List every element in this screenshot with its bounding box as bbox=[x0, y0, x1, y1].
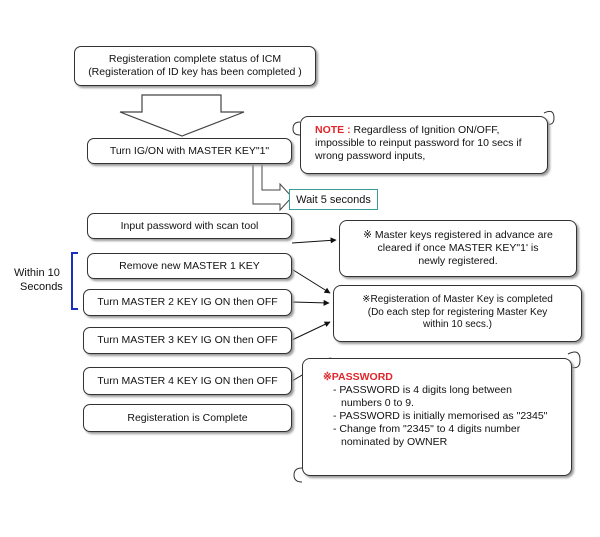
arrow-master3-to-registration bbox=[291, 321, 331, 341]
turn-ig-on-box: Turn IG/ON with MASTER KEY"1" bbox=[87, 138, 292, 164]
within-bracket bbox=[71, 252, 78, 310]
note-text-2: impossible to reinput password for 10 se… bbox=[315, 137, 522, 149]
password-line-1: - PASSWORD is 4 digits long between bbox=[333, 384, 512, 396]
within-10-seconds-label: Within 10 Seconds bbox=[14, 266, 72, 294]
registration-complete-label: Registeration is Complete bbox=[127, 411, 248, 424]
input-password-box: Input password with scan tool bbox=[87, 213, 292, 239]
note-text-3: wrong password inputs, bbox=[315, 150, 426, 162]
password-line-3: - PASSWORD is initially memorised as "23… bbox=[333, 410, 548, 422]
turn-ig-on-label: Turn IG/ON with MASTER KEY"1" bbox=[109, 144, 270, 157]
master4-label: Turn MASTER 4 KEY IG ON then OFF bbox=[97, 374, 278, 387]
status-line-2: (Registeration of ID key has been comple… bbox=[88, 66, 302, 78]
remove-master1-box: Remove new MASTER 1 KEY bbox=[87, 253, 292, 279]
password-line-5: nominated by OWNER bbox=[341, 436, 448, 448]
master2-label: Turn MASTER 2 KEY IG ON then OFF bbox=[97, 296, 278, 308]
registration-note: ※Registeration of Master Key is complete… bbox=[333, 285, 582, 342]
note-label: NOTE : bbox=[315, 124, 351, 136]
password-callout: ※PASSWORD - PASSWORD is 4 digits long be… bbox=[302, 358, 572, 476]
within-line-2: Seconds bbox=[20, 281, 63, 293]
note-text-1: Regardless of Ignition ON/OFF, bbox=[350, 124, 500, 136]
masterkeys-line-2: cleared if once MASTER KEY"1' is bbox=[377, 242, 539, 254]
wait-box: Wait 5 seconds bbox=[289, 189, 378, 210]
registration-complete-box: Registeration is Complete bbox=[83, 404, 292, 432]
within-line-1: Within 10 bbox=[14, 267, 60, 279]
registration-line-3: within 10 secs.) bbox=[423, 319, 492, 330]
masterkeys-line-3: newly registered. bbox=[418, 255, 498, 267]
bent-arrow-to-wait bbox=[252, 162, 293, 212]
arrow-to-masterkeys-note bbox=[291, 237, 337, 244]
registration-status-box: Registeration complete status of ICM (Re… bbox=[74, 46, 316, 86]
arrow-master2-to-registration bbox=[291, 299, 330, 306]
input-password-label: Input password with scan tool bbox=[120, 219, 259, 232]
master2-box: Turn MASTER 2 KEY IG ON then OFF bbox=[83, 289, 292, 316]
arrow-remove-to-registration bbox=[289, 267, 331, 294]
wait-label: Wait 5 seconds bbox=[296, 193, 371, 206]
master3-label: Turn MASTER 3 KEY IG ON then OFF bbox=[97, 334, 278, 346]
registration-line-2: (Do each step for registering Master Key bbox=[367, 306, 548, 318]
registration-line-1: ※Registeration of Master Key is complete… bbox=[362, 294, 553, 305]
password-title: ※PASSWORD bbox=[323, 371, 393, 383]
note-callout: NOTE : Regardless of Ignition ON/OFF, im… bbox=[300, 116, 548, 174]
master3-box: Turn MASTER 3 KEY IG ON then OFF bbox=[83, 327, 292, 354]
status-line-1: Registeration complete status of ICM bbox=[108, 53, 282, 65]
master-keys-note: ※ Master keys registered in advance are … bbox=[339, 220, 577, 277]
remove-master1-label: Remove new MASTER 1 KEY bbox=[119, 259, 260, 272]
password-line-4: - Change from "2345" to 4 digits number bbox=[333, 423, 521, 435]
big-down-arrow bbox=[119, 94, 245, 137]
master4-box: Turn MASTER 4 KEY IG ON then OFF bbox=[83, 367, 292, 395]
password-line-2: numbers 0 to 9. bbox=[341, 397, 414, 409]
masterkeys-line-1: ※ Master keys registered in advance are bbox=[363, 229, 553, 241]
